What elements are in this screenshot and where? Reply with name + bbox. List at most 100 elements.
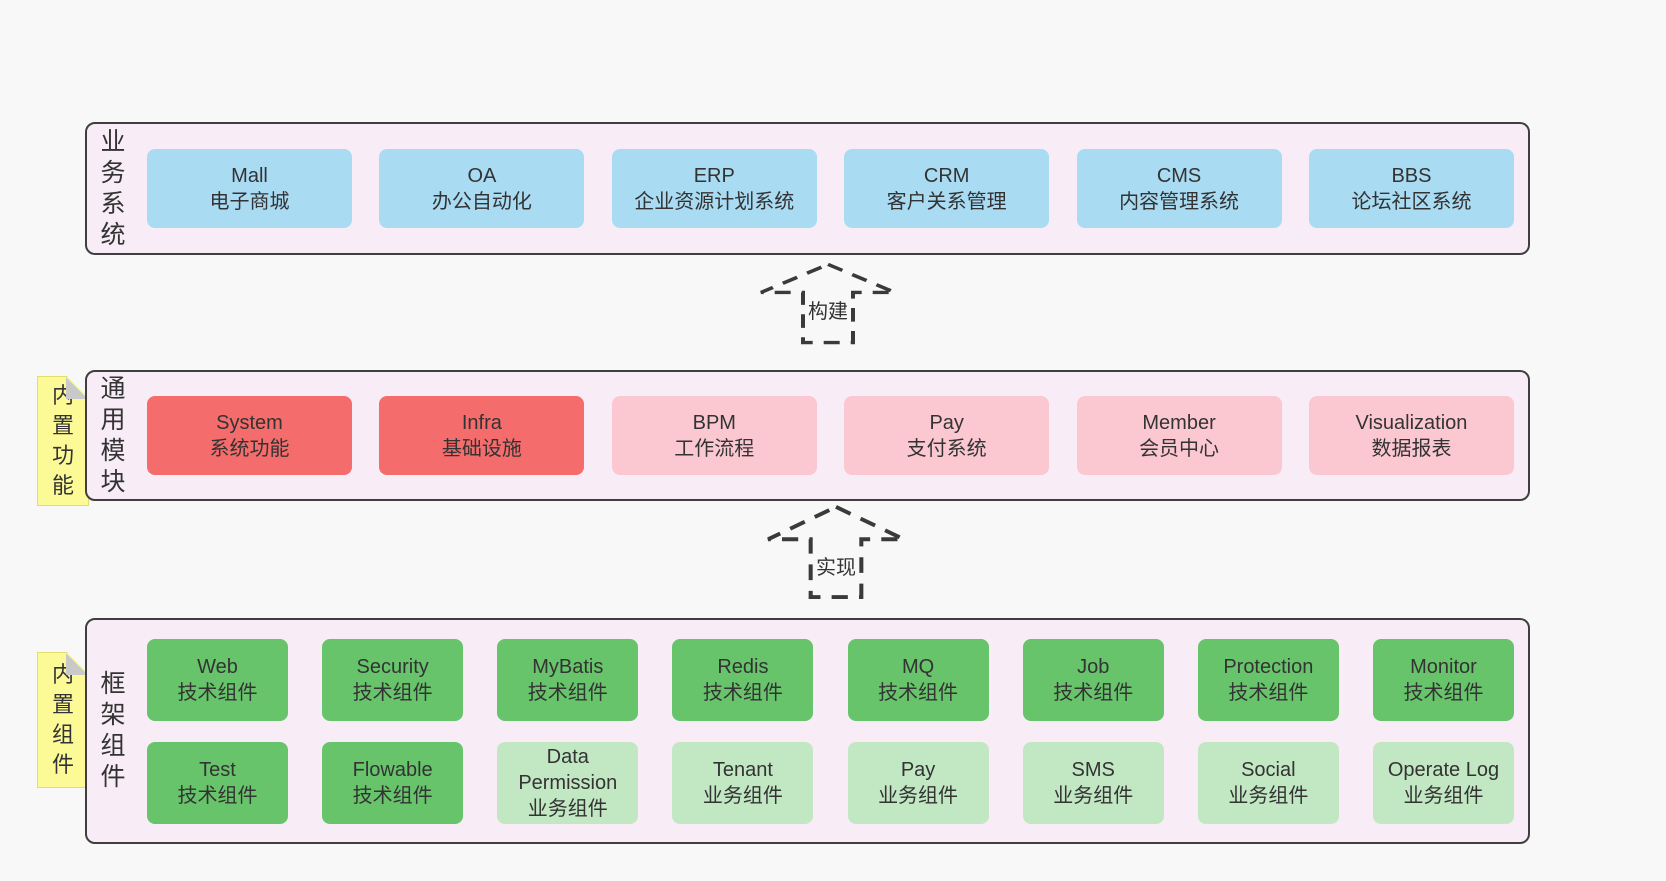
sticky-note-text: 内置功能: [52, 383, 75, 498]
box-desc: 业务组件: [527, 797, 608, 820]
band-modules-content: System 系统功能 Infra 基础设施 BPM 工作流程 Pay 支付系统…: [139, 372, 1528, 499]
box-desc: 客户关系管理: [886, 190, 1007, 213]
box-mybatis: MyBatis 技术组件: [497, 638, 639, 721]
box-name: SMS: [1071, 758, 1115, 781]
box-operate-log: Operate Log 业务组件: [1372, 741, 1514, 824]
box-crm: CRM 客户关系管理: [844, 149, 1050, 228]
box-desc: 业务组件: [1228, 784, 1309, 807]
box-name: Data Permission: [518, 745, 618, 794]
box-desc: 业务组件: [1053, 784, 1134, 807]
box-desc: 技术组件: [702, 681, 783, 704]
box-name: Member: [1142, 411, 1216, 434]
box-social: Social 业务组件: [1197, 741, 1339, 824]
box-name: Job: [1077, 655, 1110, 678]
box-desc: 办公自动化: [431, 190, 532, 213]
box-desc: 技术组件: [352, 681, 433, 704]
box-job: Job 技术组件: [1022, 638, 1164, 721]
box-mall: Mall 电子商城: [147, 149, 352, 228]
band-label-text: 框架组件: [100, 670, 126, 791]
box-flowable: Flowable 技术组件: [322, 741, 464, 824]
box-web: Web 技术组件: [147, 638, 288, 721]
box-name: Infra: [461, 411, 502, 434]
box-name: Tenant: [712, 758, 773, 781]
box-desc: 技术组件: [1403, 681, 1484, 704]
box-name: System: [216, 411, 283, 434]
box-desc: 业务组件: [702, 784, 783, 807]
box-mq: MQ 技术组件: [847, 638, 989, 721]
band-business-content: Mall 电子商城 OA 办公自动化 ERP 企业资源计划系统 CRM 客户关系…: [139, 124, 1528, 253]
box-name: CRM: [923, 164, 970, 187]
box-desc: 论坛社区系统: [1351, 190, 1472, 213]
box-desc: 会员中心: [1139, 437, 1220, 460]
box-name: OA: [467, 164, 497, 187]
box-name: MyBatis: [532, 655, 604, 678]
box-erp: ERP 企业资源计划系统: [611, 149, 817, 228]
box-name: Redis: [717, 655, 769, 678]
box-member: Member 会员中心: [1076, 396, 1282, 475]
band-common-modules: 通用模块 System 系统功能 Infra 基础设施 BPM 工作流程 Pay…: [85, 370, 1530, 501]
box-desc: 技术组件: [177, 681, 258, 704]
dashed-up-arrow-icon: [767, 504, 905, 600]
box-desc: 技术组件: [527, 681, 608, 704]
box-desc: 企业资源计划系统: [634, 190, 795, 213]
box-visualization: Visualization 数据报表: [1308, 396, 1514, 475]
band-label-text: 业务系统: [100, 127, 126, 249]
box-protection: Protection 技术组件: [1197, 638, 1339, 721]
box-desc: 内容管理系统: [1119, 190, 1240, 213]
box-desc: 技术组件: [1053, 681, 1134, 704]
box-name: BBS: [1391, 164, 1432, 187]
box-desc: 业务组件: [878, 784, 959, 807]
box-name: Operate Log: [1387, 758, 1500, 781]
box-name: Pay: [929, 411, 964, 434]
arrow-implement: 实现: [760, 503, 912, 601]
box-name: CMS: [1156, 164, 1202, 187]
box-desc: 电子商城: [209, 190, 290, 213]
box-desc: 系统功能: [209, 437, 290, 460]
box-security: Security 技术组件: [322, 638, 464, 721]
box-name: Flowable: [352, 758, 433, 781]
box-monitor: Monitor 技术组件: [1372, 638, 1514, 721]
band-label-common-modules: 通用模块: [87, 372, 139, 499]
box-desc: 技术组件: [177, 784, 258, 807]
box-bbs: BBS 论坛社区系统: [1308, 149, 1514, 228]
arrow-build: 构建: [753, 261, 903, 346]
box-pay-component: Pay 业务组件: [847, 741, 989, 824]
box-desc: 技术组件: [878, 681, 959, 704]
box-name: Protection: [1223, 655, 1314, 678]
dashed-up-arrow-icon: [760, 262, 896, 345]
box-desc: 数据报表: [1371, 437, 1452, 460]
box-desc: 基础设施: [441, 437, 522, 460]
box-sms: SMS 业务组件: [1022, 741, 1164, 824]
arrow-label: 构建: [806, 295, 850, 324]
framework-row-1: Web 技术组件 Security 技术组件 MyBatis 技术组件 Redi…: [147, 638, 1514, 721]
band-label-framework-components: 框架组件: [87, 620, 139, 842]
box-name: ERP: [693, 164, 735, 187]
box-infra: Infra 基础设施: [379, 396, 585, 475]
box-name: Mall: [231, 164, 268, 187]
box-name: Pay: [900, 758, 936, 781]
box-name: Security: [356, 655, 429, 678]
box-test: Test 技术组件: [147, 741, 288, 824]
box-tenant: Tenant 业务组件: [672, 741, 814, 824]
box-desc: 技术组件: [1228, 681, 1309, 704]
box-desc: 工作流程: [674, 437, 755, 460]
band-framework-components: 框架组件 Web 技术组件 Security 技术组件 MyBatis 技术组件…: [85, 618, 1530, 844]
band-framework-content: Web 技术组件 Security 技术组件 MyBatis 技术组件 Redi…: [139, 620, 1528, 842]
box-redis: Redis 技术组件: [672, 638, 814, 721]
box-desc: 技术组件: [352, 784, 433, 807]
band-business-systems: 业务系统 Mall 电子商城 OA 办公自动化 ERP 企业资源计划系统 CRM…: [85, 122, 1530, 255]
band-label-business-systems: 业务系统: [87, 124, 139, 253]
box-name: Test: [199, 758, 236, 781]
box-name: Web: [197, 655, 238, 678]
box-bpm: BPM 工作流程: [611, 396, 817, 475]
box-desc: 支付系统: [906, 437, 987, 460]
band-label-text: 通用模块: [100, 374, 126, 496]
box-data-permission: Data Permission 业务组件: [497, 741, 639, 824]
framework-row-2: Test 技术组件 Flowable 技术组件 Data Permission …: [147, 741, 1514, 824]
box-name: Monitor: [1410, 655, 1477, 678]
box-name: MQ: [901, 655, 935, 678]
box-oa: OA 办公自动化: [379, 149, 585, 228]
box-desc: 业务组件: [1403, 784, 1484, 807]
sticky-note-built-in-features: 内置功能: [37, 376, 89, 506]
